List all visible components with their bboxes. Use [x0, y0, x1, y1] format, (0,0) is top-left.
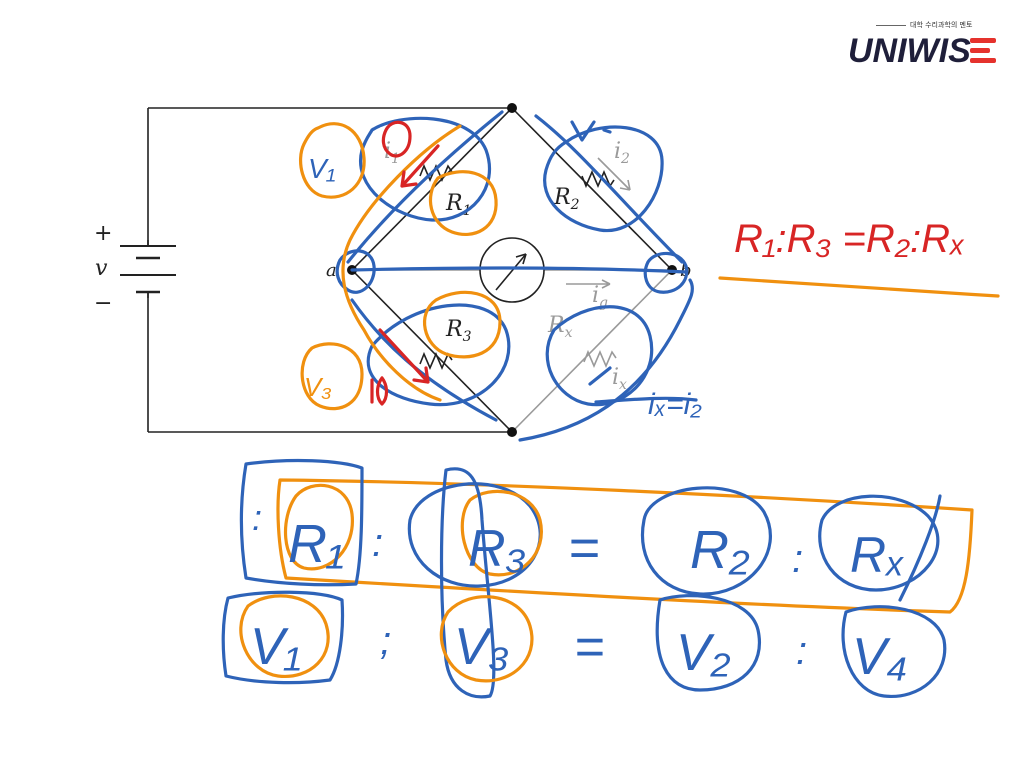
blue-diagonal-top-left [346, 110, 504, 264]
blue-loop-rx-row1 [818, 494, 940, 592]
branch-rx [511, 269, 673, 433]
node-bottom [507, 427, 517, 437]
row2-v1: V₁ [250, 618, 301, 676]
orange-circle-v3 [439, 595, 534, 683]
ix-label: ix [612, 365, 627, 393]
red-i3-mark [370, 376, 389, 406]
branch-r2 [511, 107, 673, 271]
blue-v2-text [570, 120, 612, 142]
source-v-label: v [95, 256, 108, 281]
current-relation-label: iₓ=i₂ [648, 388, 702, 421]
branch-r3 [351, 269, 513, 433]
blue-loop-v3 [439, 467, 496, 699]
orange-loop-r1 [428, 170, 498, 237]
source-plus-label: + [94, 221, 112, 246]
ratio-row-2: V₁ ; V₃ = V₂ : V₄ [250, 618, 908, 686]
row1-rx: Rₓ [850, 527, 905, 583]
orange-underline-right [718, 276, 1000, 298]
orange-circle-r3 [460, 489, 543, 577]
red-ink-annotations [370, 120, 440, 406]
galvanometer-icon [479, 237, 545, 303]
row2-equals: = [574, 618, 604, 676]
logo-wordmark: UNIWIS [848, 32, 971, 70]
r3-label: R3 [445, 317, 472, 345]
blue-loop-v4 [841, 605, 947, 698]
blue-diagonal-top-right [534, 114, 684, 264]
row2-v4: V₄ [852, 628, 908, 686]
blue-loop-v2 [655, 594, 761, 692]
circuit-labels: + v − a b R1 R2 R3 Rx i1 i2 ig ix [94, 139, 692, 393]
orange-box-row1 [276, 478, 974, 614]
ratio-rows-ink [221, 458, 974, 699]
blue-loop-r2 [543, 125, 664, 233]
node-a-label: a [326, 260, 337, 281]
blue-loop-node-b [643, 251, 689, 294]
current-arrow-ig [566, 279, 611, 289]
source-minus-label: − [94, 291, 112, 316]
blue-ix-mark [588, 366, 698, 404]
galvanometer-needle-icon [495, 253, 527, 291]
orange-loop-v2 [300, 342, 364, 411]
row1-r3: R₃ [468, 520, 526, 578]
orange-circle-r1 [283, 483, 354, 571]
row1-r1: R₁ [288, 514, 344, 574]
blue-loop-node-a [335, 249, 376, 294]
blue-line-a-to-b [350, 266, 688, 274]
orange-circle-v1 [239, 594, 330, 679]
r2-label: R2 [553, 185, 580, 213]
node-top [507, 103, 517, 113]
logo-tagline: 대학 수리과학의 멘토 [876, 20, 972, 30]
v1-handwritten-label: V₁ [308, 153, 336, 184]
wheatstone-bridge-circuit [120, 107, 673, 433]
blue-loop-r3 [366, 303, 511, 407]
resistor-rx-icon [583, 349, 617, 369]
row2-v3: V₃ [454, 618, 509, 676]
red-ratio-equation: R₁:R₃ =R₂:Rₓ [734, 217, 965, 261]
uniwise-logo: 대학 수리과학의 멘토 UNIWIS [846, 18, 1006, 78]
red-arrow-i3 [378, 328, 430, 384]
orange-loop-r3 [423, 290, 502, 359]
orange-ink-annotations [299, 122, 1000, 411]
blue-diagonal-bottom-right [518, 278, 694, 442]
ig-label: ig [592, 283, 608, 311]
red-arrow-i1 [400, 144, 440, 188]
row2-v2: V₂ [676, 624, 731, 682]
battery-symbol [120, 240, 176, 298]
row2-semicolon: ; [380, 619, 391, 663]
blue-slash-right [898, 494, 942, 602]
blue-loop-rx [545, 305, 654, 407]
row1-colon-2: : [792, 537, 803, 581]
red-loop-i1 [381, 120, 412, 158]
ratio-row-1: : R₁ : R₃ = R₂ : Rₓ [252, 497, 905, 583]
uniwise-e-mark-icon [970, 38, 996, 68]
row1-equals: = [568, 518, 600, 578]
i2-label: i2 [614, 139, 630, 167]
v3-handwritten-label: V₃ [304, 372, 332, 402]
current-arrow-i2 [597, 157, 631, 191]
i1-label: i1 [384, 139, 400, 167]
resistor-r1-icon [419, 163, 453, 183]
row1-colon-1: : [372, 521, 383, 565]
blue-box-r1 [239, 458, 364, 587]
blue-box-v1 [221, 590, 345, 685]
orange-loop-v1 [299, 122, 366, 199]
row2-colon: : [796, 629, 807, 673]
row1-r2: R₂ [690, 520, 750, 580]
blue-loop-r2-row1 [640, 486, 772, 596]
row1-colon-start: : [252, 497, 262, 538]
